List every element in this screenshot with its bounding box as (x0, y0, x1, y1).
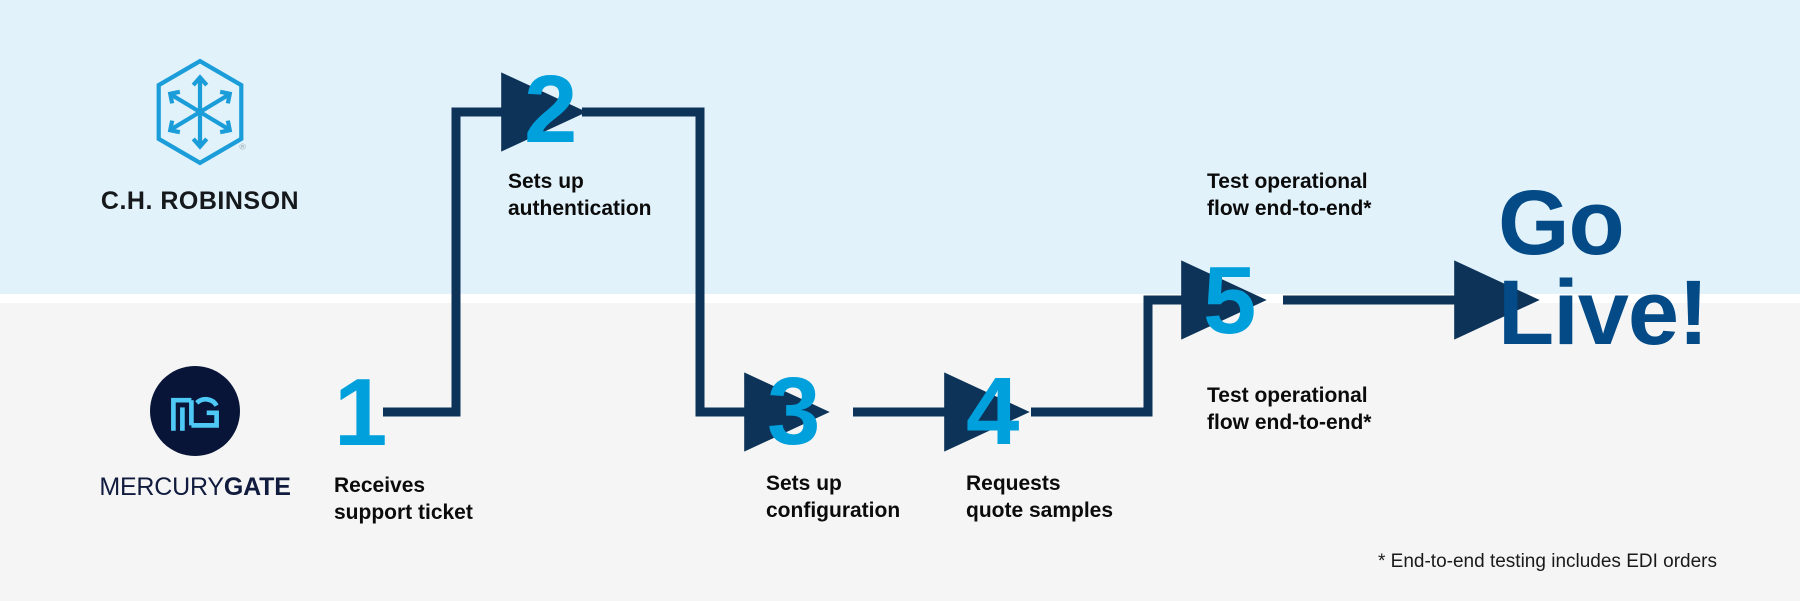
svg-text:®: ® (239, 141, 246, 151)
mercurygate-logo: MERCURYGATE (55, 366, 335, 502)
mercurygate-wordmark-bold: GATE (223, 473, 291, 501)
connector-2-to-3 (582, 107, 830, 452)
step-caption-3: Sets up configuration (766, 472, 901, 522)
chrobinson-wordmark: C.H. ROBINSON (100, 187, 300, 215)
step5-label-top: Test operational flow end-to-end* (1207, 170, 1372, 220)
mercurygate-wordmark-light: MERCURY (99, 473, 224, 501)
mercurygate-wordmark: MERCURYGATE (55, 473, 335, 502)
chrobinson-logo: ® C.H. ROBINSON (60, 58, 340, 216)
top-lane-background (0, 0, 1800, 294)
step-number-1: 1 (334, 359, 388, 466)
connector-4-to-5 (1031, 260, 1267, 417)
step-caption-2: Sets up authentication (508, 170, 652, 220)
mg-monogram-icon (150, 366, 240, 456)
step-caption-1: Receives support ticket (334, 474, 473, 524)
go-live-text: Go Live! (1498, 172, 1709, 364)
connector-1-to-2 (383, 72, 587, 417)
step-caption-4: Requests quote samples (966, 472, 1114, 522)
step-number-3: 3 (767, 358, 821, 465)
bottom-lane-background (0, 303, 1800, 601)
lane-divider (0, 294, 1800, 303)
step-number-2: 2 (524, 56, 578, 163)
hexagon-arrows-icon: ® (152, 58, 248, 166)
step-number-5: 5 (1203, 247, 1257, 354)
footnote-text: * End-to-end testing includes EDI orders (1378, 551, 1718, 572)
step5-label-bottom: Test operational flow end-to-end* (1207, 384, 1372, 434)
step-number-4: 4 (966, 358, 1020, 465)
